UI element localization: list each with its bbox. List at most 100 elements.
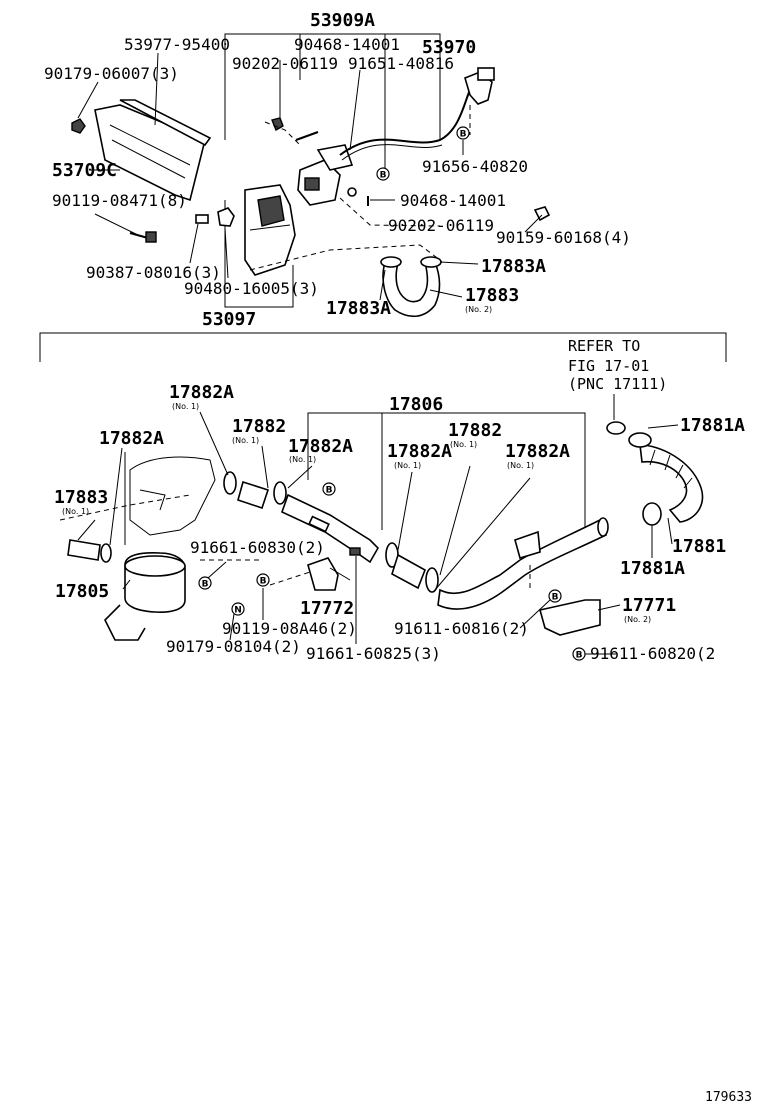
- svg-text:B: B: [326, 486, 333, 496]
- release-handle-part: [464, 67, 495, 105]
- marker-b-7: B: [572, 647, 586, 661]
- label-17771: 17771: [622, 595, 676, 616]
- refer-line-1: REFER TO: [568, 337, 640, 355]
- label-91651-40816: 91651-40816: [348, 54, 454, 73]
- bracket-17806: [307, 412, 586, 530]
- label-53977-95400: 53977-95400: [124, 35, 230, 54]
- label-90119-08A46: 90119-08A46(2): [222, 619, 357, 638]
- marker-b-6: B: [548, 589, 562, 603]
- bracket-53097: [224, 200, 294, 308]
- label-90119-08471: 90119-08471(8): [52, 191, 187, 210]
- label-17882-1: 17882: [232, 416, 286, 437]
- label-17883-no2: 17883: [465, 285, 519, 306]
- label-17883A-a: 17883A: [481, 256, 546, 277]
- label-17772: 17772: [300, 598, 354, 619]
- hose-17882-a-part: [237, 480, 270, 510]
- label-17882-1-sub: (No. 1): [232, 436, 259, 445]
- clamp-17882A-b-part: [273, 481, 287, 505]
- marker-b-3: B: [322, 482, 336, 496]
- label-17882A-3-sub: (No. 1): [289, 455, 316, 464]
- svg-text:B: B: [576, 651, 583, 661]
- hood-lock-bracket-part: [94, 99, 212, 202]
- pipe-17806-part: [281, 493, 379, 564]
- label-17882-2: 17882: [448, 420, 502, 441]
- label-90387-08016: 90387-08016(3): [86, 263, 221, 282]
- marker-b-1: B: [456, 126, 470, 140]
- label-91611-60820: 91611-60820(2: [590, 644, 715, 663]
- svg-text:B: B: [460, 130, 467, 140]
- label-17882A-1-sub: (No. 1): [172, 402, 199, 411]
- label-17882A-5-sub: (No. 1): [507, 461, 534, 470]
- label-17883-no2-sub: (No. 2): [465, 305, 492, 314]
- label-53097: 53097: [202, 309, 256, 330]
- clamp-17882A-d-part: [425, 567, 439, 593]
- label-90202-06119-a: 90202-06119: [232, 54, 338, 73]
- label-91656-40820: 91656-40820: [422, 157, 528, 176]
- clip-90387-part: [195, 214, 209, 224]
- label-17883-no1-sub: (No. 1): [62, 507, 89, 516]
- marker-b-5: B: [256, 573, 270, 587]
- label-17882A-3: 17882A: [288, 436, 353, 457]
- clamp-17881A-b-part: [642, 502, 662, 526]
- label-53709C: 53709C: [52, 160, 117, 181]
- hose-17881-part: [639, 444, 704, 523]
- canister-17805-part: [104, 552, 186, 641]
- label-17882A-5: 17882A: [505, 441, 570, 462]
- bracket-53909A: [224, 33, 441, 140]
- label-17882A-4-sub: (No. 1): [394, 461, 421, 470]
- bracket-17772-part: [307, 557, 339, 591]
- label-17882A-4: 17882A: [387, 441, 452, 462]
- label-91661-60825: 91661-60825(3): [306, 644, 441, 663]
- marker-n-1: N: [231, 602, 245, 616]
- marker-b-2: B: [376, 167, 390, 181]
- marker-b-4: B: [198, 576, 212, 590]
- hose-17883-no1-part: [67, 539, 112, 563]
- bolt-91661-60825-part: [349, 547, 361, 556]
- label-90468-14001-b: 90468-14001: [400, 191, 506, 210]
- label-90202-06119-b: 90202-06119: [388, 216, 494, 235]
- hose-17882-b-part: [391, 553, 426, 590]
- label-90179-06007: 90179-06007(3): [44, 64, 179, 83]
- refer-line-3: (PNC 17111): [568, 375, 667, 393]
- label-91661-60830: 91661-60830(2): [190, 538, 325, 557]
- label-17882-2-sub: (No. 1): [450, 440, 477, 449]
- clamp-17881A-a-part: [628, 432, 652, 448]
- svg-text:B: B: [552, 593, 559, 603]
- svg-text:B: B: [202, 580, 209, 590]
- washer-90202-b-part: [347, 187, 357, 197]
- label-90468-14001-a: 90468-14001: [294, 35, 400, 54]
- nut-90202-a-part: [271, 117, 284, 132]
- label-91611-60816: 91611-60816(2): [394, 619, 529, 638]
- label-53909A: 53909A: [310, 10, 375, 31]
- label-17882A-1: 17882A: [169, 382, 234, 403]
- label-17806: 17806: [389, 394, 443, 415]
- label-17881: 17881: [672, 536, 726, 557]
- engine-outline-part: [129, 456, 216, 536]
- refer-line-2: FIG 17-01: [568, 357, 649, 375]
- ring-17111-part: [606, 421, 626, 435]
- grommet-90480-part: [217, 207, 235, 227]
- label-90159-60168: 90159-60168(4): [496, 228, 631, 247]
- svg-text:N: N: [234, 606, 242, 616]
- label-17881A-a: 17881A: [680, 415, 745, 436]
- label-90480-16005: 90480-16005(3): [184, 279, 319, 298]
- label-17883-no1: 17883: [54, 487, 108, 508]
- label-17771-sub: (No. 2): [624, 615, 651, 624]
- lock-base-part: [244, 184, 296, 276]
- label-17881A-b: 17881A: [620, 558, 685, 579]
- section-separator: [39, 332, 727, 362]
- svg-text:B: B: [260, 577, 267, 587]
- label-90179-08104: 90179-08104(2): [166, 637, 301, 656]
- svg-text:B: B: [380, 171, 387, 181]
- clamp-17882A-a-part: [223, 471, 237, 495]
- label-17805: 17805: [55, 581, 109, 602]
- label-17883A-b: 17883A: [326, 298, 391, 319]
- label-53970: 53970: [422, 37, 476, 58]
- page-number: 179633: [705, 1090, 752, 1105]
- label-17882A-2: 17882A: [99, 428, 164, 449]
- hose-long-part: [437, 517, 609, 610]
- hose-17883-no2-part: [380, 256, 442, 318]
- latch-assembly-part: [297, 144, 354, 206]
- bracket-17771-part: [539, 599, 601, 636]
